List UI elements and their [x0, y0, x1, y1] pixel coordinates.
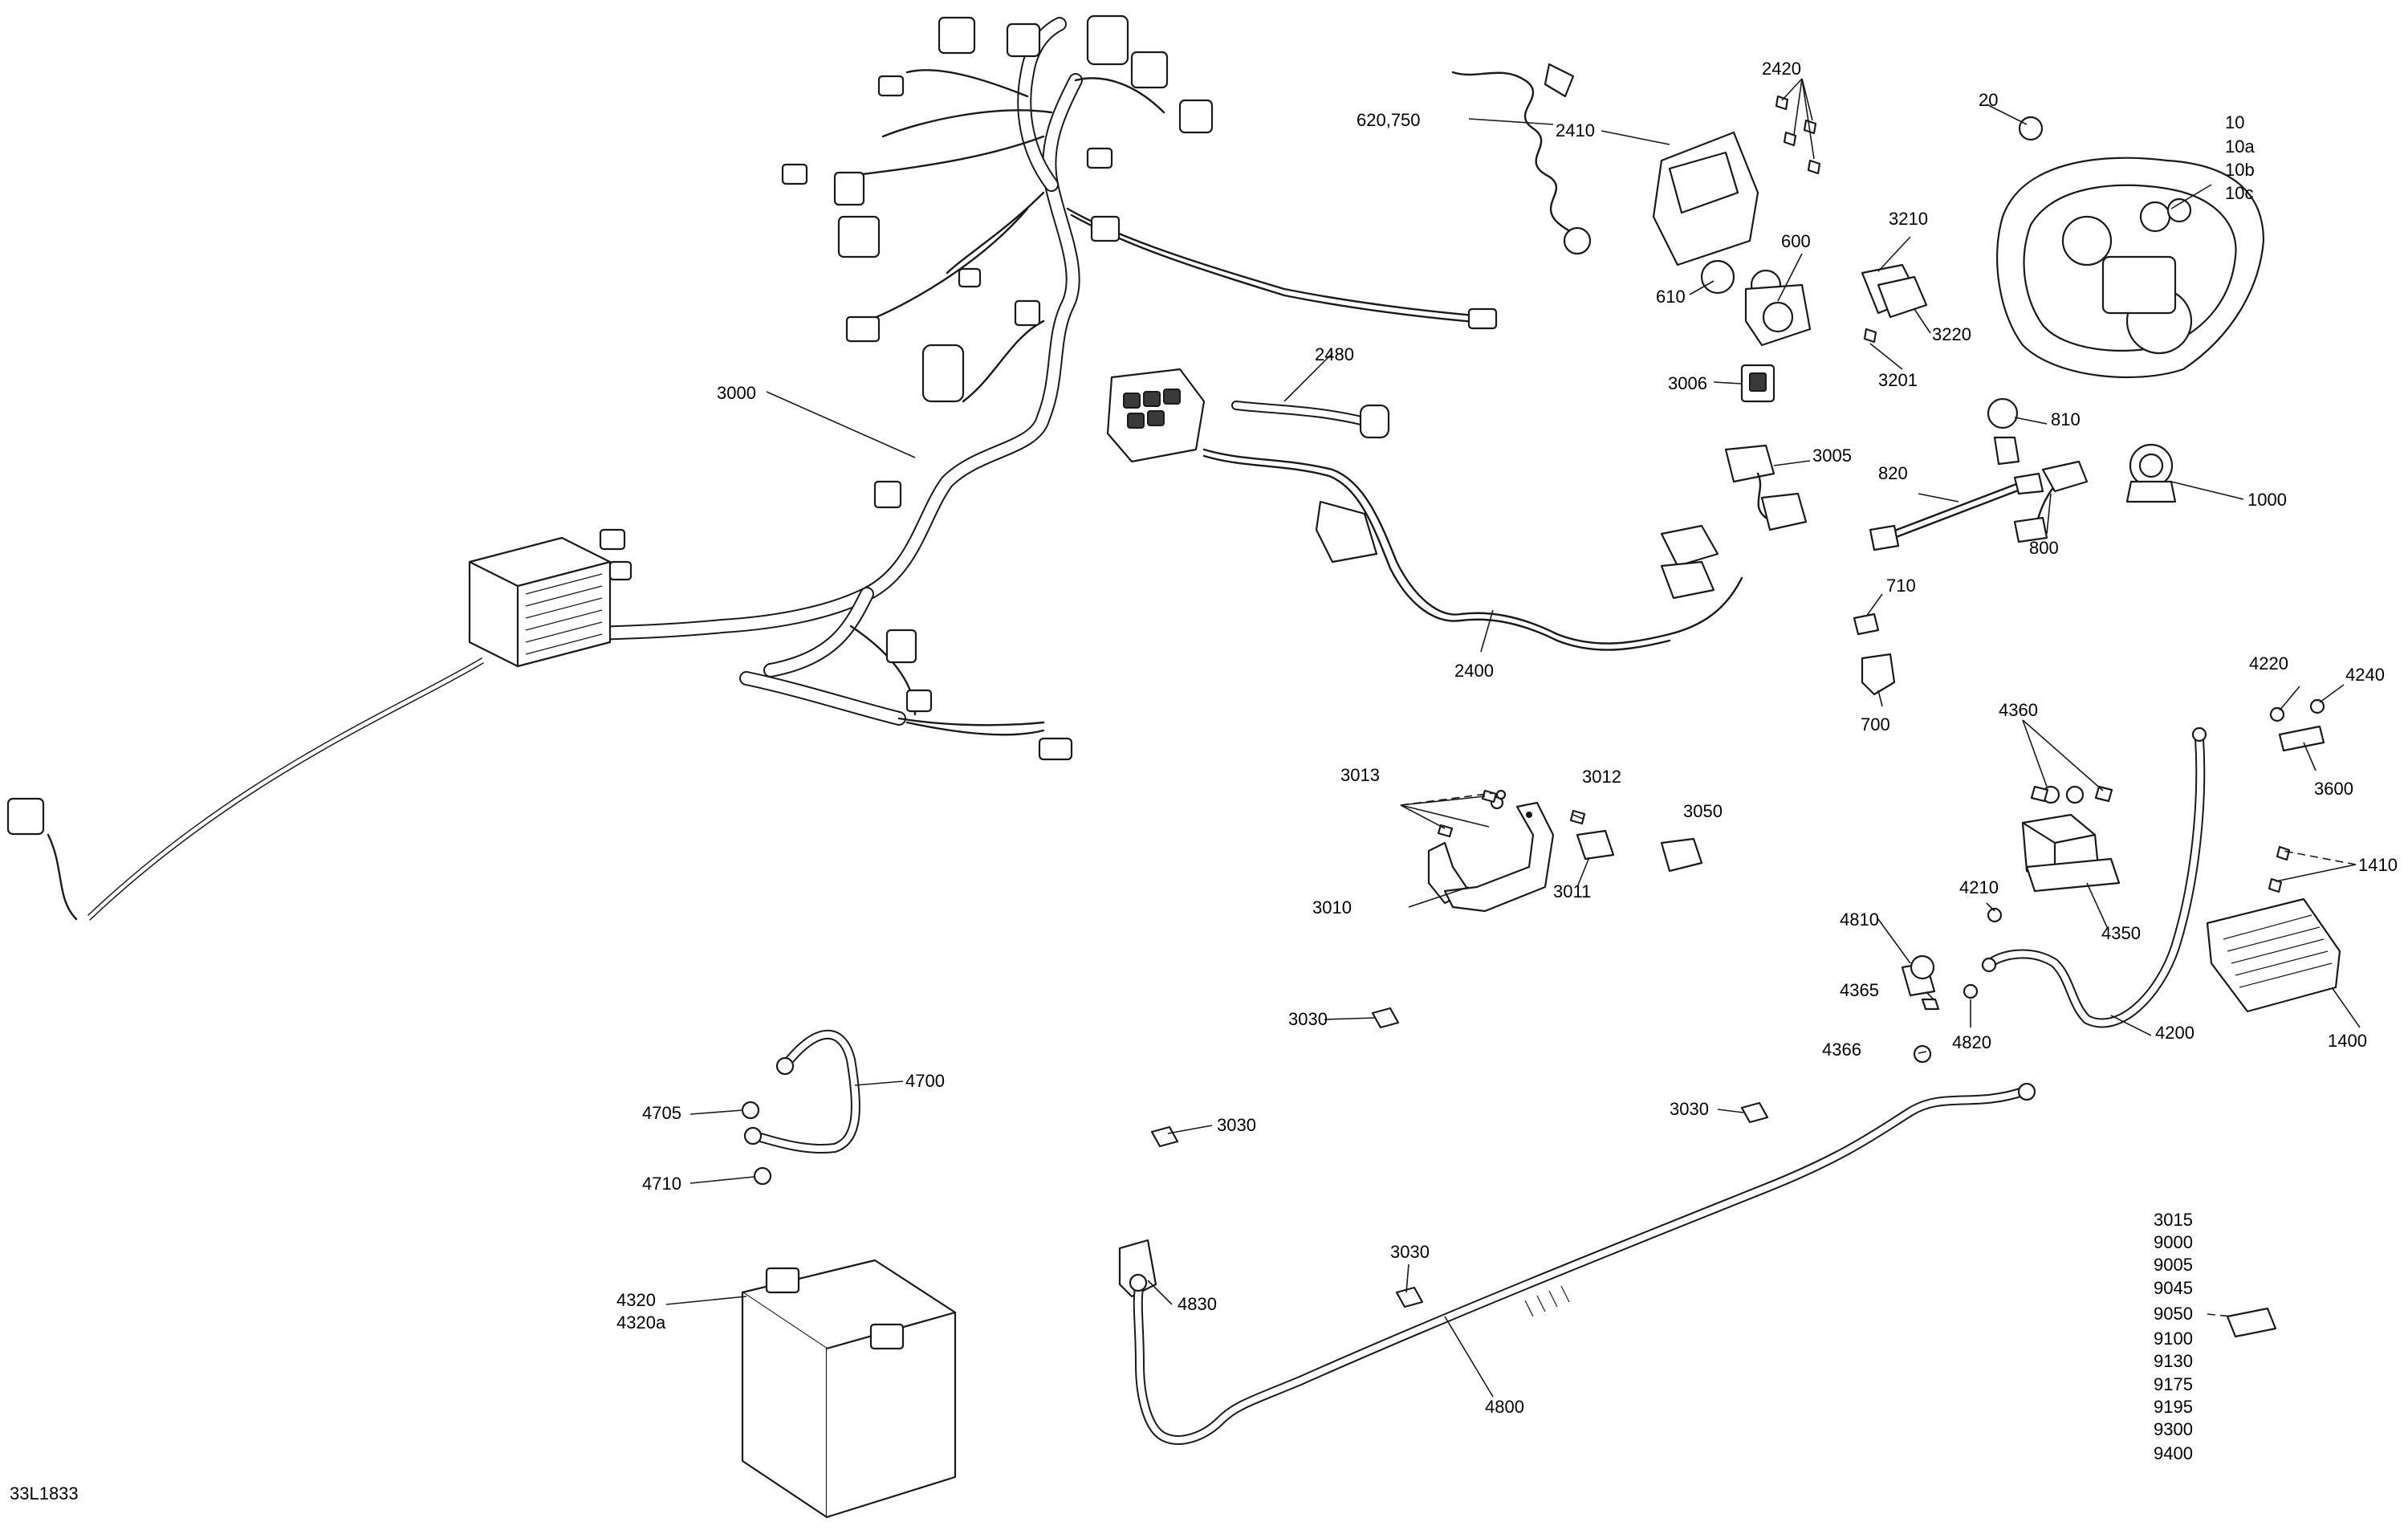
misc-part-number: 9000 [2154, 1232, 2193, 1252]
callout-4240: 4240 [2345, 665, 2385, 685]
misc-part-number: 9195 [2154, 1397, 2193, 1417]
callout-3220: 3220 [1932, 324, 1971, 344]
misc-part-number: 9045 [2154, 1278, 2193, 1298]
callout-3013: 3013 [1340, 765, 1380, 785]
callout-4200: 4200 [2155, 1023, 2194, 1043]
callout-1400: 1400 [2328, 1031, 2367, 1051]
callout-3011: 3011 [1553, 881, 1591, 901]
sensor-and-bracket-700 [1853, 612, 1896, 696]
accessory-outlets [1869, 397, 2177, 551]
callout-600: 600 [1781, 231, 1811, 251]
callout-4705: 4705 [642, 1103, 681, 1123]
callout-620-750: 620,750 [1357, 110, 1421, 130]
instrument-cluster-gauge [1996, 116, 2265, 379]
ignition-components [1451, 63, 1928, 531]
callout-10: 10 [2225, 112, 2244, 132]
callout-4320: 4320 [616, 1290, 656, 1310]
callout-3030-d: 3030 [1390, 1242, 1430, 1262]
callout-3000: 3000 [717, 383, 756, 403]
ground-cable-4700 [741, 1029, 860, 1186]
callout-2480: 2480 [1315, 344, 1354, 364]
callout-810: 810 [2051, 409, 2081, 429]
callout-10c: 10c [2225, 183, 2253, 203]
callout-3600: 3600 [2314, 779, 2353, 799]
callout-700: 700 [1861, 714, 1890, 734]
callout-710: 710 [1886, 576, 1916, 596]
callout-20: 20 [1979, 90, 1998, 110]
misc-part-number: 3015 [2154, 1210, 2193, 1230]
callout-1410: 1410 [2358, 855, 2398, 875]
callout-3006: 3006 [1668, 373, 1707, 393]
callout-2410: 2410 [1556, 120, 1595, 140]
callout-3210: 3210 [1889, 209, 1928, 229]
callout-3012: 3012 [1582, 767, 1621, 787]
diagram-id-label: 33L1833 [10, 1483, 79, 1504]
misc-part-number: 9400 [2154, 1443, 2193, 1463]
callout-4366: 4366 [1822, 1040, 1861, 1060]
callout-10a: 10a [2225, 136, 2255, 157]
callout-2400: 2400 [1454, 661, 1494, 681]
callout-4800: 4800 [1485, 1397, 1524, 1417]
callout-4350: 4350 [2101, 923, 2141, 943]
callout-3030-a: 3030 [1288, 1009, 1328, 1029]
callout-4210: 4210 [1959, 877, 1999, 897]
misc-part-number: 9050 [2154, 1304, 2193, 1324]
callout-3201: 3201 [1878, 370, 1918, 390]
positive-cable-4800 [1129, 1082, 2036, 1445]
battery [741, 1259, 957, 1519]
voltage-regulator-assembly [2206, 698, 2341, 1013]
misc-part-number: 9130 [2154, 1351, 2193, 1371]
relay-bracket-assembly [1150, 789, 1769, 1308]
callout-610: 610 [1656, 287, 1686, 307]
callout-2420: 2420 [1762, 59, 1801, 79]
starter-solenoid-and-cables [1901, 726, 2207, 1064]
fuse-9050 [2226, 1307, 2277, 1338]
callout-10b: 10b [2225, 160, 2255, 180]
callout-4830: 4830 [1178, 1294, 1217, 1314]
callout-4700: 4700 [905, 1071, 945, 1091]
callout-3005: 3005 [1812, 446, 1852, 466]
callout-4220: 4220 [2249, 653, 2288, 673]
misc-part-number-list: 3015 9000 9005 9045 9050 9100 9130 9175 … [2154, 1210, 2193, 1463]
callout-3030-c: 3030 [1670, 1099, 1709, 1119]
multifunction-switch-harness [1106, 368, 1743, 651]
callout-800: 800 [2029, 538, 2059, 558]
misc-part-number: 9300 [2154, 1419, 2193, 1439]
callout-3010: 3010 [1312, 897, 1352, 918]
callout-3030-b: 3030 [1217, 1115, 1256, 1135]
callout-820: 820 [1878, 463, 1908, 483]
leader-lines [665, 78, 2361, 1398]
main-wiring-harness [6, 14, 1498, 921]
callout-1000: 1000 [2247, 490, 2287, 510]
callout-4365: 4365 [1840, 980, 1879, 1000]
callout-4360: 4360 [1999, 700, 2038, 720]
callout-3050: 3050 [1683, 801, 1723, 821]
callout-4810: 4810 [1840, 909, 1879, 930]
misc-part-number: 9100 [2154, 1329, 2193, 1349]
misc-part-number: 9005 [2154, 1255, 2193, 1275]
callout-4320a: 4320a [616, 1312, 666, 1333]
callout-4710: 4710 [642, 1174, 681, 1194]
callout-4820: 4820 [1952, 1032, 1991, 1052]
misc-part-number: 9175 [2154, 1374, 2193, 1394]
callout-labels: 3000 2480 2400 620,750 2410 2420 610 600… [10, 59, 2398, 1504]
